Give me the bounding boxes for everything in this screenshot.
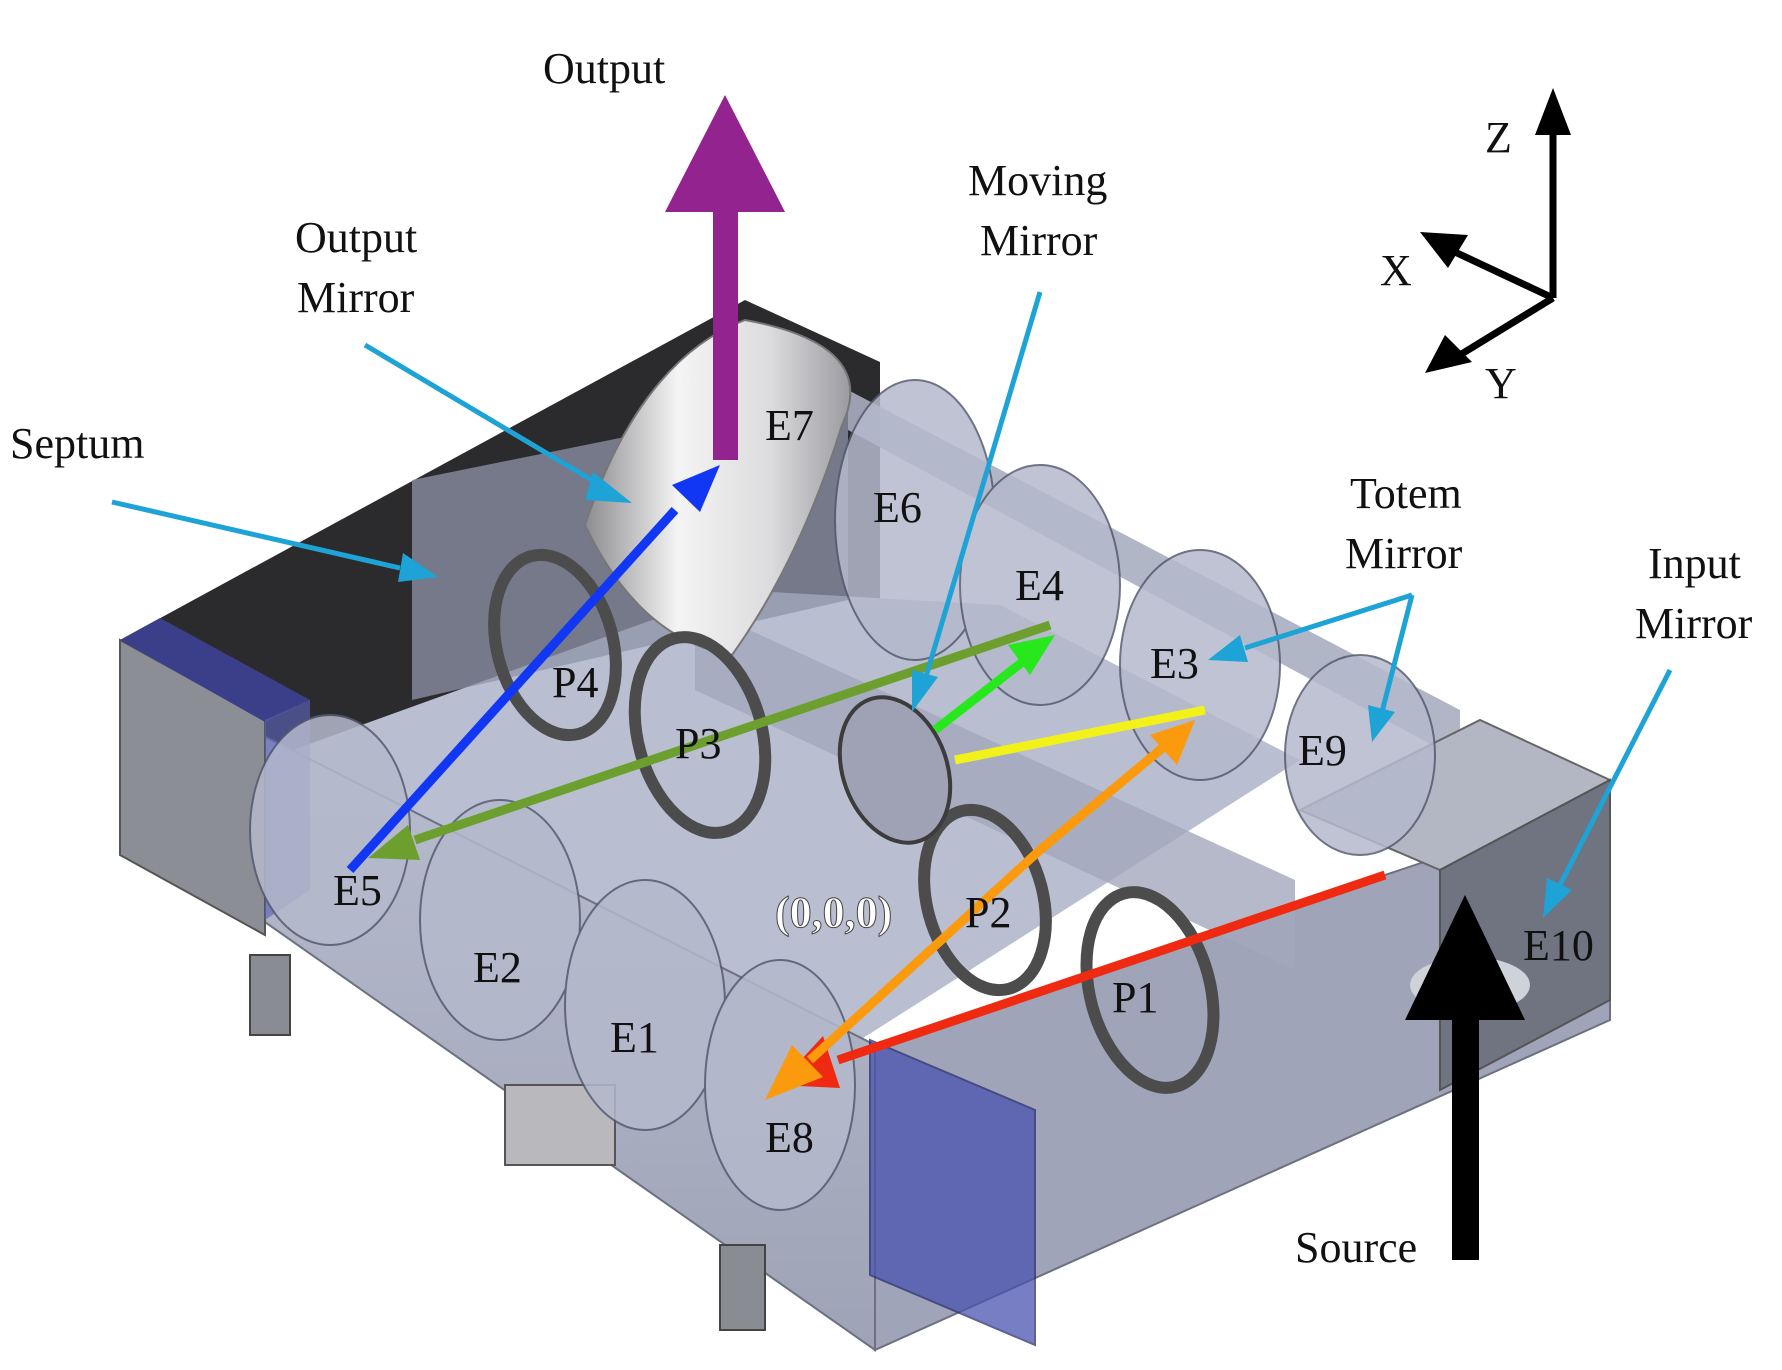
label-e8: E8	[765, 1113, 814, 1162]
axis-z-label: Z	[1485, 113, 1512, 162]
label-p4: P4	[552, 658, 598, 707]
moving-mirror-label-line1: Moving	[968, 156, 1107, 205]
front-blue-block	[869, 1038, 1036, 1347]
totem-leader-e3	[1244, 592, 1413, 651]
input-mirror-label-line1: Input	[1648, 539, 1741, 588]
axis-x-head	[1420, 232, 1468, 268]
label-e2: E2	[473, 943, 522, 992]
element-labels: E7 E6 E4 E3 E9 E5 E2 E1 E8 E10	[333, 401, 1594, 1162]
input-mirror-leader	[1557, 668, 1673, 887]
label-e10: E10	[1523, 921, 1594, 970]
septum-label: Septum	[10, 419, 144, 468]
source-arrow-head	[1405, 895, 1525, 1020]
label-e5: E5	[333, 866, 382, 915]
axis-labels: Z X Y	[1380, 113, 1517, 408]
totem-leader-e9-head	[1368, 705, 1395, 742]
mirror-e2	[419, 799, 581, 1041]
septum-leader-head	[398, 553, 438, 582]
mirror-e1	[564, 879, 726, 1131]
label-e3: E3	[1150, 639, 1199, 688]
mirror-e9	[1284, 654, 1436, 856]
label-e1: E1	[610, 1013, 659, 1062]
beam-orange-up-head	[1150, 720, 1195, 765]
moving-mirror	[837, 695, 953, 845]
source-label: Source	[1295, 1223, 1417, 1272]
beam-green-head	[1008, 635, 1055, 675]
source-arrow-shaft	[1452, 990, 1479, 1260]
rail-front	[719, 1244, 766, 1331]
beam-blue-head	[672, 465, 720, 512]
coordinate-axes	[1420, 88, 1571, 373]
output-arrow-shaft	[713, 195, 738, 460]
totem-mirror-label-line1: Totem	[1350, 469, 1462, 518]
callout-labels: Output Output Mirror Moving Mirror Septu…	[10, 44, 1753, 1272]
output-label: Output	[543, 44, 665, 93]
label-e6: E6	[873, 483, 922, 532]
beam-paths	[346, 465, 1387, 1100]
origin-label: (0,0,0)	[775, 888, 892, 937]
beam-orange-up	[1037, 741, 1169, 854]
moving-mirror-leader	[922, 291, 1043, 681]
port-rings	[488, 548, 1220, 1094]
output-mirror-label-line2: Mirror	[297, 273, 415, 322]
port-labels: P4 P3 P2 P1	[552, 658, 1158, 1022]
label-e9: E9	[1298, 726, 1347, 775]
label-p2: P2	[965, 888, 1011, 937]
axis-y-line	[1453, 295, 1555, 361]
label-e4: E4	[1015, 561, 1064, 610]
beam-olive-head	[368, 825, 420, 860]
septum-leader	[111, 499, 401, 571]
axis-x-line	[1438, 241, 1555, 302]
ring-p1	[1080, 886, 1220, 1094]
label-p1: P1	[1112, 973, 1158, 1022]
axis-z-head	[1535, 88, 1571, 135]
callout-lines	[111, 291, 1673, 918]
axis-y-head	[1425, 335, 1472, 373]
moving-mirror-leader-head	[912, 670, 938, 712]
beam-yellow	[954, 705, 1206, 765]
mirror-e5	[249, 714, 411, 946]
left-end-block-top	[120, 618, 310, 722]
moving-mirror-label-line2: Mirror	[980, 216, 1098, 265]
ring-p4	[488, 548, 622, 742]
totem-leader-e3-head	[1208, 635, 1248, 662]
label-e7: E7	[765, 401, 814, 450]
mirror-e3	[1119, 549, 1281, 781]
totem-mirror-label-line2: Mirror	[1345, 529, 1463, 578]
beam-red	[836, 870, 1387, 1065]
beam-olive	[413, 620, 1052, 845]
input-mirror-leader-head	[1543, 878, 1572, 918]
beam-green	[932, 656, 1028, 734]
output-mirror-label-line1: Output	[295, 213, 417, 262]
source-arrow	[1405, 895, 1525, 1260]
totem-leader-e9	[1379, 594, 1415, 713]
label-p3: P3	[675, 719, 721, 768]
axis-x-label: X	[1380, 246, 1412, 295]
beam-orange-down-head	[765, 1045, 823, 1100]
output-mirror-leader	[363, 342, 602, 488]
output-mirror-leader-head	[585, 472, 632, 503]
output-arrow	[665, 95, 785, 460]
axis-y-label: Y	[1485, 359, 1517, 408]
input-mirror-label-line2: Mirror	[1635, 599, 1753, 648]
output-arrow-head	[665, 95, 785, 212]
beam-blue	[346, 506, 679, 874]
beam-orange-down	[806, 846, 1044, 1064]
rail-left	[249, 954, 291, 1036]
ring-p2	[918, 803, 1052, 997]
